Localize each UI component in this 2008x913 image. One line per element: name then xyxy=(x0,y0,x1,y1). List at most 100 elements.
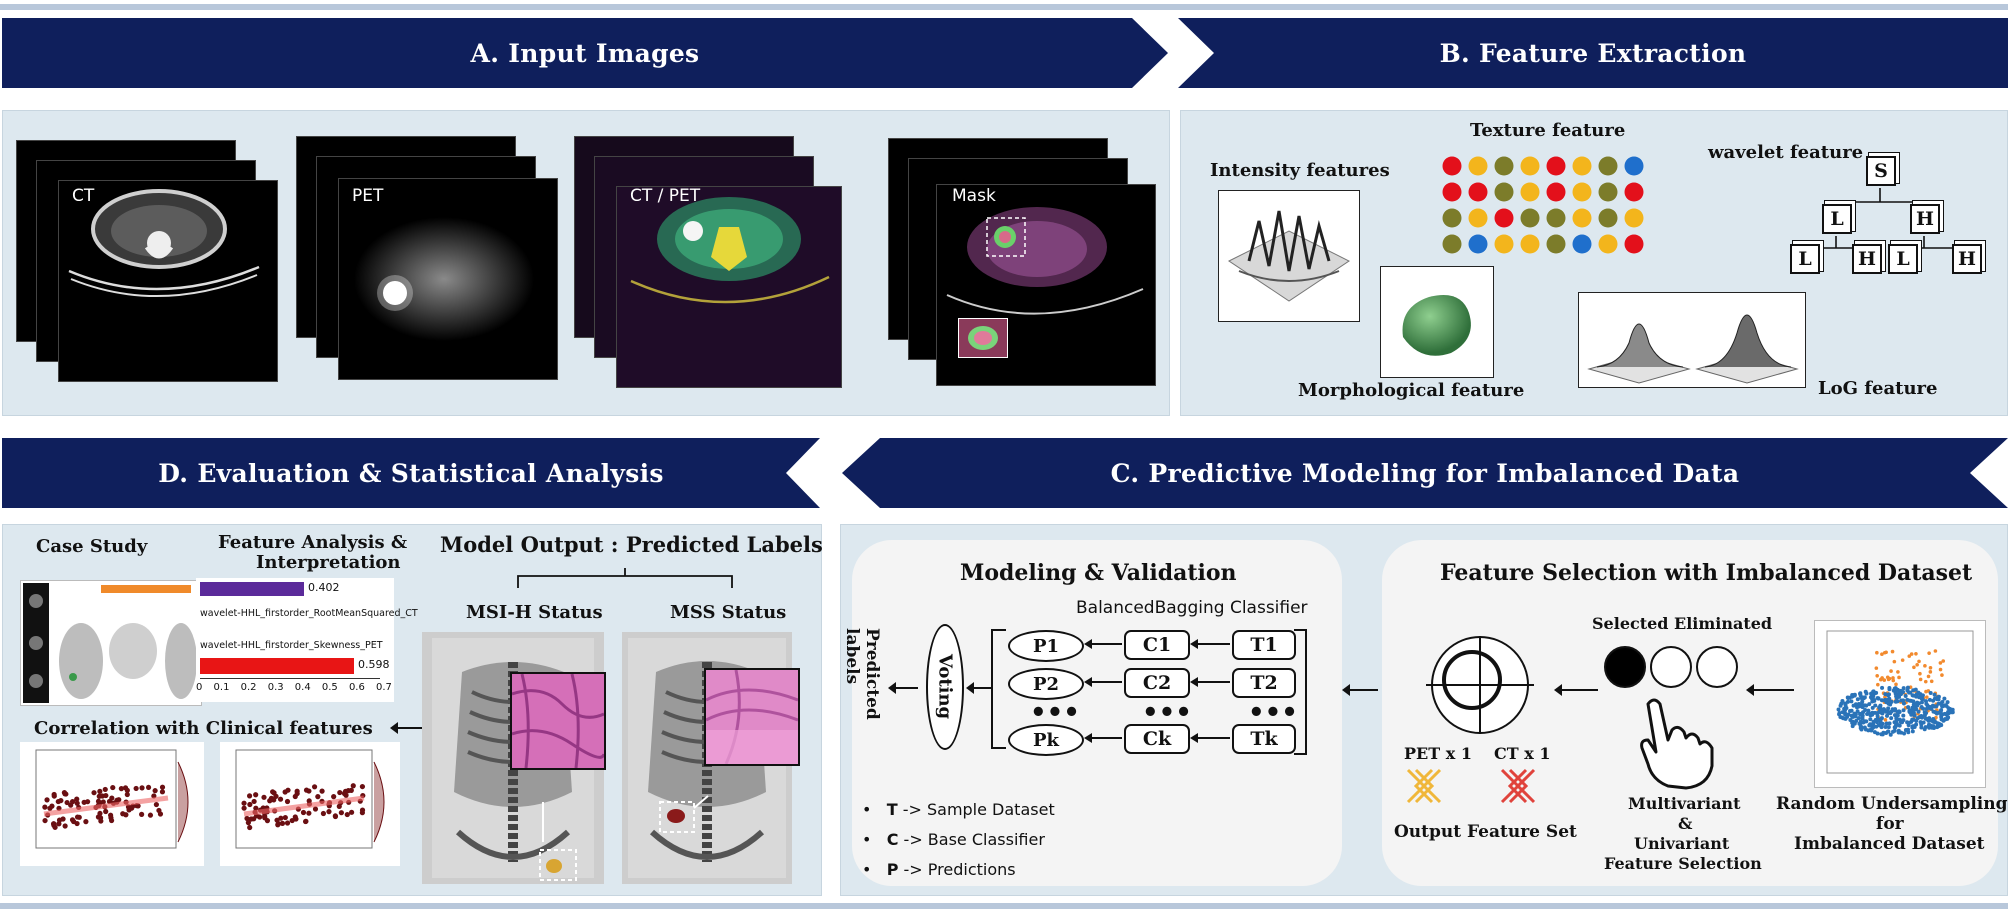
log-surface-plots xyxy=(1578,292,1806,388)
scatter-point xyxy=(279,820,286,826)
majority-point xyxy=(1911,724,1916,729)
scatter-point xyxy=(344,811,350,818)
scatter-point xyxy=(289,817,295,824)
texture-dot xyxy=(1494,156,1514,176)
label-feature-selection: Feature Selection with Imbalanced Datase… xyxy=(1440,560,1973,586)
texture-dot xyxy=(1624,234,1644,254)
majority-point xyxy=(1893,720,1898,725)
label-imbalanced-dataset: Imbalanced Dataset xyxy=(1794,834,1985,854)
scatter-point xyxy=(277,796,284,802)
minority-point xyxy=(1940,673,1944,677)
label-feature-selection-method: Feature Selection xyxy=(1604,854,1762,873)
majority-point xyxy=(1889,716,1894,721)
case-study-image xyxy=(20,580,202,706)
label-output-feature-set: Output Feature Set xyxy=(1394,822,1577,842)
minority-point xyxy=(1885,675,1890,680)
majority-point xyxy=(1940,704,1945,709)
feature-name-ct: wavelet-HHL_firstorder_RootMeanSquared_C… xyxy=(200,608,418,619)
majority-point xyxy=(1928,690,1933,695)
minority-point xyxy=(1890,649,1895,654)
minority-point xyxy=(1882,678,1887,682)
minority-point xyxy=(1880,652,1884,657)
scatter-point xyxy=(251,798,257,805)
output-feature-target xyxy=(1426,636,1534,734)
scatter-point xyxy=(156,807,162,814)
x-axis xyxy=(200,678,380,679)
majority-point xyxy=(1843,705,1848,710)
majority-point xyxy=(1858,711,1863,716)
majority-point xyxy=(1852,721,1857,726)
majority-point xyxy=(1858,724,1863,729)
pet-feature-icon xyxy=(1406,768,1442,804)
scatter-point xyxy=(315,794,321,800)
scatter-point xyxy=(95,798,102,804)
label-texture-feature: Texture feature xyxy=(1470,120,1626,141)
majority-point xyxy=(1914,694,1919,699)
minority-point xyxy=(1884,650,1888,655)
mss-histology-image xyxy=(704,668,800,766)
scatter-point xyxy=(311,784,318,790)
majority-point xyxy=(1919,714,1924,719)
scatter-point xyxy=(74,800,80,806)
minority-point xyxy=(1907,654,1912,658)
majority-point xyxy=(1852,712,1857,717)
texture-dot xyxy=(1624,156,1644,176)
majority-point xyxy=(1862,703,1867,708)
label-feature-analysis-1: Feature Analysis & xyxy=(218,532,408,553)
label-ct-pet: CT / PET xyxy=(630,186,701,206)
ct-feature-icon xyxy=(1500,768,1536,804)
label-correlation: Correlation with Clinical features xyxy=(34,718,373,739)
imbalanced-scatter-plot xyxy=(1814,620,1986,788)
scatter-point xyxy=(338,810,344,816)
minority-point xyxy=(1889,669,1893,673)
mask-scan-graphic xyxy=(946,207,1144,315)
majority-point xyxy=(1886,725,1891,730)
majority-point xyxy=(1912,707,1917,712)
tk-box: Tk xyxy=(1232,724,1296,754)
scatter-point xyxy=(306,810,312,816)
majority-point xyxy=(1943,717,1948,722)
texture-dot xyxy=(1624,182,1644,202)
majority-point xyxy=(1855,705,1860,710)
scatter-point xyxy=(81,799,87,805)
majority-point xyxy=(1841,716,1846,721)
texture-dot xyxy=(1546,156,1566,176)
correlation-plot-1 xyxy=(20,742,204,866)
scatter-point xyxy=(320,810,327,817)
texture-dot xyxy=(1468,182,1488,202)
majority-point xyxy=(1886,706,1891,711)
scatter-point xyxy=(274,817,280,823)
texture-dot xyxy=(1624,208,1644,228)
majority-point xyxy=(1900,720,1905,725)
scatter-point xyxy=(348,787,354,793)
majority-point xyxy=(1859,727,1864,732)
majority-point xyxy=(1885,713,1890,718)
scatter-point xyxy=(110,784,116,791)
banner-feature-extraction: B. Feature Extraction xyxy=(1178,18,2008,88)
scatter-point xyxy=(248,816,254,822)
feature-importance-chart: 0.402 wavelet-HHL_firstorder_RootMeanSqu… xyxy=(196,578,418,702)
scatter-point xyxy=(284,820,291,826)
majority-point xyxy=(1873,717,1878,722)
label-for: for xyxy=(1876,814,1904,834)
minority-point xyxy=(1874,666,1879,670)
eliminated-circle-1 xyxy=(1650,646,1692,688)
scatter-point xyxy=(245,820,251,826)
majority-point xyxy=(1905,688,1910,693)
minority-point xyxy=(1918,677,1923,682)
scatter-point xyxy=(99,793,105,799)
model-output-bracket xyxy=(517,568,733,588)
scatter-point xyxy=(262,815,268,821)
scatter-point xyxy=(103,808,109,815)
minority-point xyxy=(1929,679,1934,684)
minority-point xyxy=(1925,695,1929,699)
majority-point xyxy=(1838,703,1843,708)
texture-dot xyxy=(1442,208,1462,228)
scatter-point xyxy=(359,807,366,813)
wavelet-node-h2: H xyxy=(1852,244,1882,274)
legend-c: • C -> Base Classifier xyxy=(862,830,1045,849)
majority-point xyxy=(1924,716,1929,721)
scatter-point xyxy=(303,787,310,793)
arrow-model-to-analysis xyxy=(390,722,422,734)
banner-predictive-modeling: C. Predictive Modeling for Imbalanced Da… xyxy=(842,438,2008,508)
